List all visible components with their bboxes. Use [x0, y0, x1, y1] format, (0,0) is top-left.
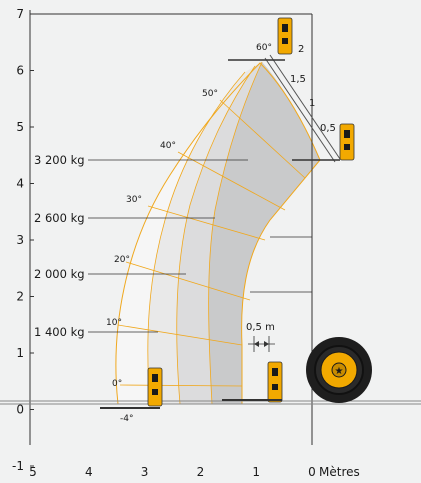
fork-attachment-icon — [222, 361, 283, 403]
y-tick-label: 6 — [16, 64, 24, 78]
wheel-icon: ★ — [306, 337, 372, 403]
fork-attachment-icon — [100, 367, 163, 409]
x-tick-label: 1 — [252, 465, 260, 479]
zone-dark — [208, 62, 320, 404]
angle-label-60: 60° — [256, 43, 272, 53]
x-tick-label: 3 — [141, 465, 149, 479]
y-tick-label: 5 — [16, 120, 24, 134]
extension-mark-2: 2 — [298, 44, 304, 55]
angle-label-40: 40° — [160, 141, 176, 151]
load-labels: 3 200 kg 2 600 kg 2 000 kg 1 400 kg — [34, 153, 248, 339]
y-ticks: 7 6 5 4 3 2 1 0 -1 — [12, 7, 34, 473]
angle-label-20: 20° — [114, 255, 130, 265]
fork-attachment-icon — [339, 123, 355, 161]
angle-label-50: 50° — [202, 89, 218, 99]
extension-mark-1-5: 1,5 — [290, 74, 306, 85]
radial-line-20 — [125, 261, 251, 301]
y-tick-label: -1 — [12, 459, 24, 473]
load-label-1400: 1 400 kg — [34, 325, 85, 339]
radial-line-10 — [117, 324, 243, 346]
extension-mark-0-5: 0,5 — [320, 123, 336, 134]
zone-lightest — [115, 63, 260, 404]
y-tick-label: 0 — [16, 403, 24, 417]
angle-label-minus4: -4° — [120, 414, 133, 424]
x-tick-label: 0 — [308, 465, 316, 479]
load-label-2600: 2 600 kg — [34, 211, 85, 225]
envelope-arc-3 — [208, 61, 263, 405]
y-tick-label: 1 — [16, 346, 24, 360]
y-tick-label: 2 — [16, 290, 24, 304]
envelope-outline — [115, 62, 321, 405]
radial-line-40 — [177, 151, 286, 211]
angle-label-10: 10° — [106, 318, 122, 328]
extension-boom-line-b — [269, 54, 341, 160]
envelope-arc-2 — [176, 65, 256, 405]
angle-label-30: 30° — [126, 195, 142, 205]
radial-line-30 — [147, 205, 266, 241]
radial-line-50 — [219, 99, 306, 179]
load-label-2000: 2 000 kg — [34, 267, 85, 281]
extension-boom: 2 1,5 1 0,5 — [228, 44, 341, 163]
offset-label: 0,5 m — [246, 322, 275, 333]
extension-boom-line-a — [264, 57, 336, 163]
x-unit-label: Mètres — [319, 465, 360, 479]
radial-line-0 — [119, 384, 243, 387]
x-tick-label: 2 — [197, 465, 205, 479]
x-tick-label: 5 — [29, 465, 37, 479]
envelope-arc-1 — [147, 71, 246, 405]
front-ref-lines — [250, 236, 312, 293]
offset-dimension: 0,5 m — [246, 322, 275, 352]
x-tick-label: 4 — [85, 465, 93, 479]
fork-attachment-icon — [277, 17, 293, 55]
radial-lines — [117, 99, 306, 387]
y-tick-label: 4 — [16, 177, 24, 191]
svg-text:★: ★ — [335, 366, 344, 377]
angle-labels: -4° 0° 10° 20° 30° 40° 50° 60° — [106, 43, 272, 424]
y-tick-label: 7 — [16, 7, 24, 21]
y-tick-label: 3 — [16, 233, 24, 247]
load-label-3200: 3 200 kg — [34, 153, 85, 167]
extension-mark-1: 1 — [309, 98, 315, 109]
zone-mid — [176, 62, 262, 404]
zone-light — [147, 66, 255, 404]
angle-label-0: 0° — [112, 379, 122, 389]
